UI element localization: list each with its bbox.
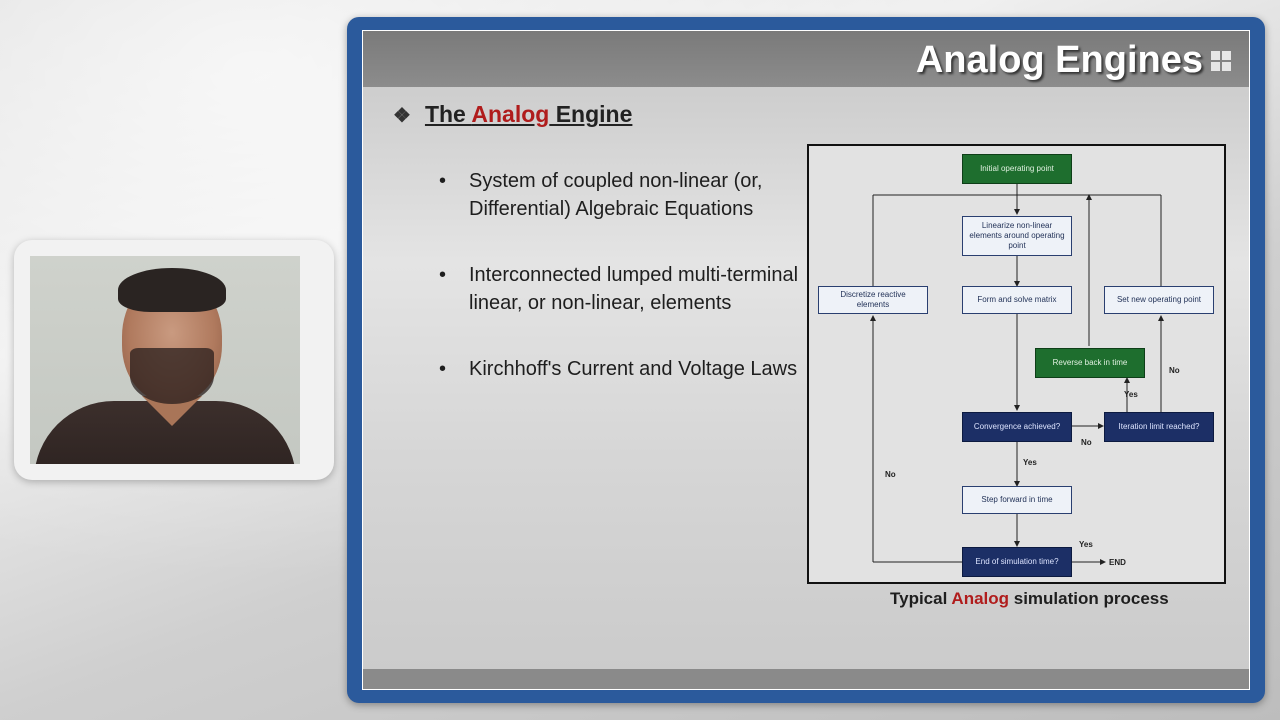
fc-label-end: END [1109,558,1126,567]
slide-header: Analog Engines [363,31,1249,87]
diamond-bullet-icon: ❖ [393,105,411,127]
fc-label-yes-end: Yes [1079,540,1093,549]
flowchart-caption: Typical Analog simulation process [807,589,1280,609]
slide-footer [363,669,1249,689]
presenter-video-card [14,240,334,480]
bullet-dot-icon: • [439,358,447,380]
fc-discretize: Discretize reactive elements [818,286,928,314]
heading-highlight: Analog [471,101,550,127]
heading-text-1: The [424,101,472,127]
presenter-hair [118,268,226,312]
presenter-video[interactable] [30,256,300,464]
bullet-dot-icon: • [439,170,447,192]
bullet-text: Kirchhoff's Current and Voltage Laws [469,358,798,380]
fc-label-no-conv: No [1081,438,1092,447]
section-heading: ❖ The Analog Engine [393,101,632,128]
fc-label-no-set: No [1169,366,1180,375]
heading-text-2: Engine [549,101,633,127]
fc-end-of-simulation: End of simulation time? [962,547,1072,577]
bullet-item: • Interconnected lumped multi-terminal li… [439,261,799,317]
fc-label-yes-conv: Yes [1023,458,1037,467]
fc-label-no-loop: No [885,470,896,479]
fc-step-forward: Step forward in time [962,486,1072,514]
presenter-beard [130,348,214,404]
fc-reverse-back: Reverse back in time [1035,348,1145,378]
bullet-text: System of coupled non-linear (or, Differ… [469,170,763,220]
fc-linearize: Linearize non-linear elements around ope… [962,216,1072,256]
bullet-text: Interconnected lumped multi-terminal lin… [469,264,799,314]
grid-logo-icon [1211,51,1231,71]
bullet-list: • System of coupled non-linear (or, Diffe… [439,167,799,421]
caption-text-1: Typical [890,589,952,608]
fc-initial-operating-point: Initial operating point [962,154,1072,184]
fc-form-solve-matrix: Form and solve matrix [962,286,1072,314]
caption-highlight: Analog [951,589,1010,608]
fc-iteration-limit: Iteration limit reached? [1104,412,1214,442]
bullet-item: • Kirchhoff's Current and Voltage Laws [439,355,799,383]
caption-text-2: simulation process [1009,589,1169,608]
slide-title: Analog Engines [915,39,1203,81]
fc-convergence-achieved: Convergence achieved? [962,412,1072,442]
flowchart-connectors [870,183,1164,565]
flowchart: Initial operating point Linearize non-li… [807,144,1226,584]
bullet-dot-icon: • [439,264,447,286]
bullet-item: • System of coupled non-linear (or, Diffe… [439,167,799,223]
fc-set-new-operating-point: Set new operating point [1104,286,1214,314]
fc-label-yes-reverse: Yes [1124,390,1138,399]
